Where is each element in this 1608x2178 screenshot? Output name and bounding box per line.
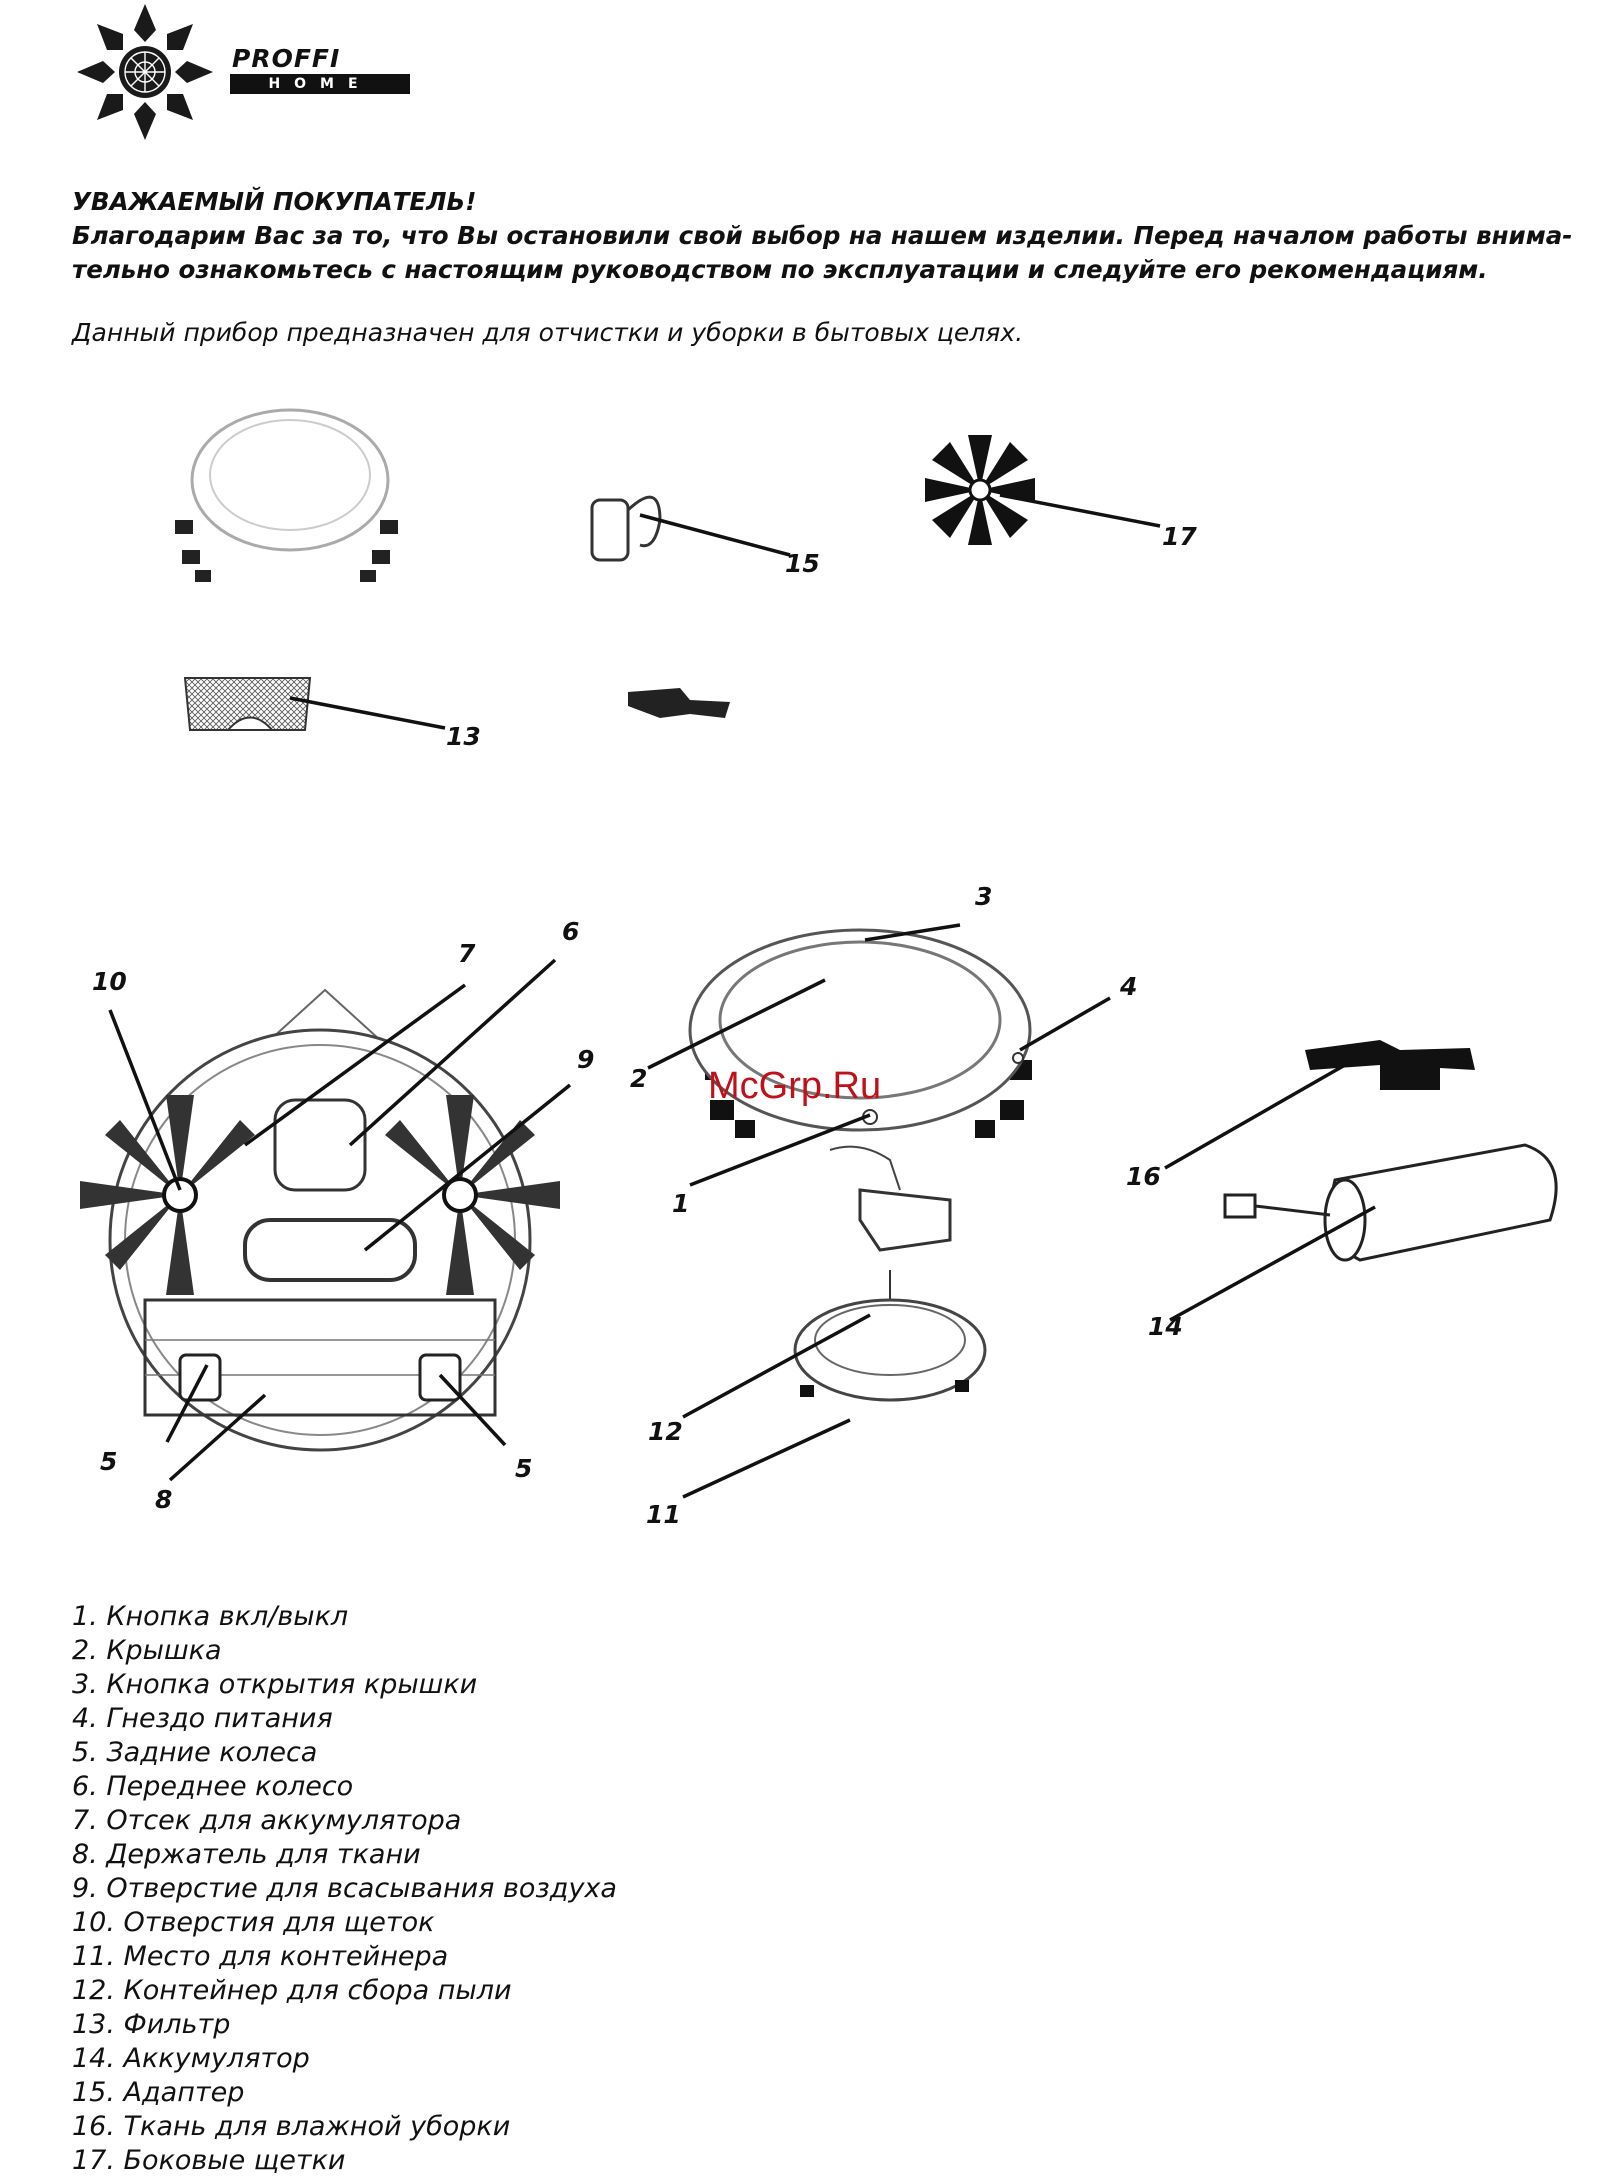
robot-angled-view-drawing (688, 928, 1032, 1138)
list-item: 1. Кнопка вкл/выкл (72, 1601, 349, 1632)
callout-9: 9 (577, 1045, 594, 1074)
list-item: 12. Контейнер для сбора пыли (72, 1975, 512, 2006)
parts-list: 1. Кнопка вкл/выкл 2. Крышка 3. Кнопка о… (72, 1600, 617, 2178)
parts-illustration: 15 17 13 10 7 6 9 5 8 5 3 2 4 1 16 14 12… (80, 408, 1558, 1529)
list-item: 4. Гнездо питания (72, 1703, 333, 1734)
callout-7: 7 (458, 939, 476, 968)
list-item: 16. Ткань для влажной уборки (72, 2111, 511, 2142)
callout-10: 10 (92, 967, 127, 996)
list-item: 6. Переднее колесо (72, 1771, 354, 1802)
brand-name: PROFFI (232, 44, 341, 73)
robot-bottom-view-drawing (80, 988, 560, 1452)
callout-11: 11 (646, 1500, 681, 1529)
callout-13: 13 (446, 722, 481, 751)
callout-12: 12 (648, 1417, 683, 1446)
list-item: 5. Задние колеса (72, 1737, 318, 1768)
callout-5-left: 5 (100, 1447, 117, 1476)
list-item: 7. Отсек для аккумулятора (72, 1805, 462, 1836)
list-item: 9. Отверстие для всасывания воздуха (72, 1873, 617, 1904)
robot-top-view-drawing (175, 408, 398, 582)
side-brush-drawing (925, 435, 1035, 545)
intro-text: Данный прибор предназначен для отчистки … (72, 318, 1024, 347)
callout-15: 15 (785, 549, 820, 578)
list-item: 15. Адаптер (72, 2077, 245, 2108)
greeting-line-1: Благодарим Вас за то, что Вы остановили … (72, 221, 1573, 250)
callout-1: 1 (672, 1189, 689, 1218)
cloth-holder-drawing (628, 688, 730, 718)
leader-lines (108, 493, 1376, 1499)
callout-4: 4 (1119, 972, 1137, 1001)
adapter-drawing (590, 495, 662, 562)
list-item: 13. Фильтр (72, 2009, 231, 2040)
greeting-line-2: тельно ознакомьтесь с настоящим руководс… (72, 255, 1488, 284)
callout-17: 17 (1162, 522, 1197, 551)
filter-drawing (183, 677, 312, 731)
callout-6: 6 (562, 917, 579, 946)
list-item: 17. Боковые щетки (72, 2145, 346, 2176)
greeting-title: УВАЖАЕМЫЙ ПОКУПАТЕЛЬ! (72, 187, 477, 216)
snowflake-star-logo-icon (77, 4, 213, 140)
list-item: 8. Держатель для ткани (72, 1839, 421, 1870)
list-item: 10. Отверстия для щеток (72, 1907, 435, 1938)
callout-14: 14 (1148, 1312, 1183, 1341)
callout-8: 8 (155, 1485, 172, 1514)
list-item: 14. Аккумулятор (72, 2043, 310, 2074)
callout-5-right: 5 (515, 1454, 532, 1483)
dust-container-drawing (793, 1145, 987, 1402)
greeting-block: УВАЖАЕМЫЙ ПОКУПАТЕЛЬ! Благодарим Вас за … (72, 185, 1608, 287)
callout-16: 16 (1126, 1162, 1161, 1191)
brand-subtitle: HOME (230, 74, 410, 94)
battery-drawing (1223, 1143, 1558, 1262)
list-item: 11. Место для контейнера (72, 1941, 449, 1972)
wet-cloth-drawing (1305, 1040, 1475, 1090)
callout-2: 2 (630, 1064, 647, 1093)
list-item: 3. Кнопка открытия крышки (72, 1669, 478, 1700)
watermark: McGrp.Ru (708, 1065, 881, 1107)
callout-3: 3 (975, 882, 992, 911)
list-item: 2. Крышка (72, 1635, 222, 1666)
